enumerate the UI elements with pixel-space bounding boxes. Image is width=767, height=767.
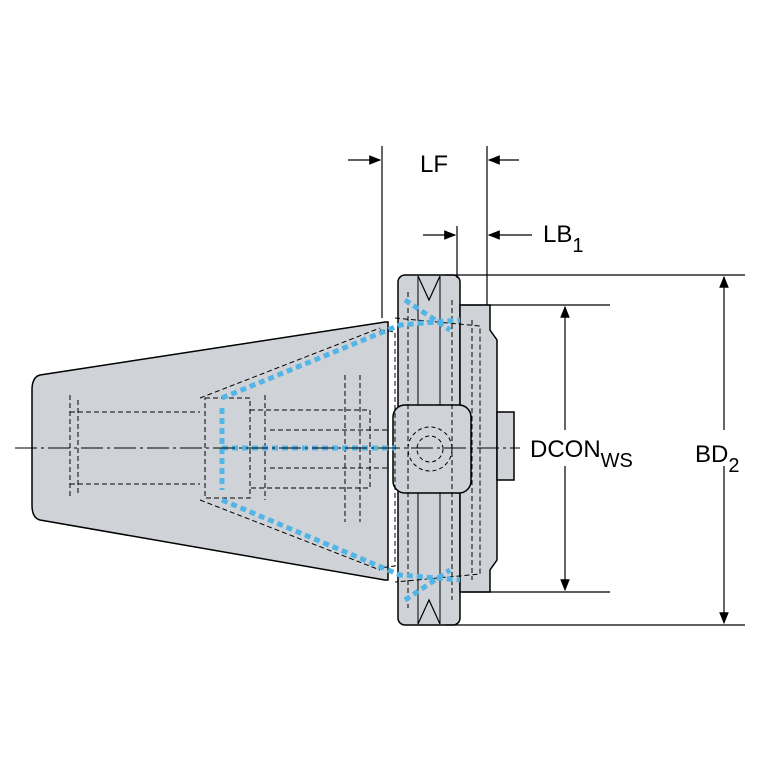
lf-dimension bbox=[348, 146, 519, 318]
taper-shank bbox=[31, 321, 389, 581]
bd2-dimension bbox=[445, 274, 745, 626]
hidden-lines bbox=[69, 292, 481, 608]
clamp-screw-hole bbox=[416, 435, 444, 463]
dcon-ws-label: DCONWS bbox=[530, 436, 633, 472]
dcon-ws-dimension bbox=[462, 304, 610, 593]
bd2-label-subscript: 2 bbox=[728, 455, 739, 477]
lb1-label-subscript: 1 bbox=[572, 235, 583, 257]
bd2-label-main: BD bbox=[695, 441, 728, 468]
lb1-label: LB1 bbox=[543, 221, 583, 257]
lb1-dimension bbox=[423, 226, 532, 278]
clamp-block bbox=[392, 404, 472, 494]
v-groove bbox=[417, 275, 441, 302]
dcon-ws-label-subscript: WS bbox=[601, 450, 633, 472]
front-stud bbox=[496, 411, 515, 481]
lf-label: LF bbox=[420, 151, 448, 178]
lb1-label-main: LB bbox=[543, 221, 572, 248]
bd2-label: BD2 bbox=[695, 441, 739, 477]
dcon-ws-label-main: DCON bbox=[530, 436, 601, 463]
v-groove bbox=[417, 598, 441, 625]
